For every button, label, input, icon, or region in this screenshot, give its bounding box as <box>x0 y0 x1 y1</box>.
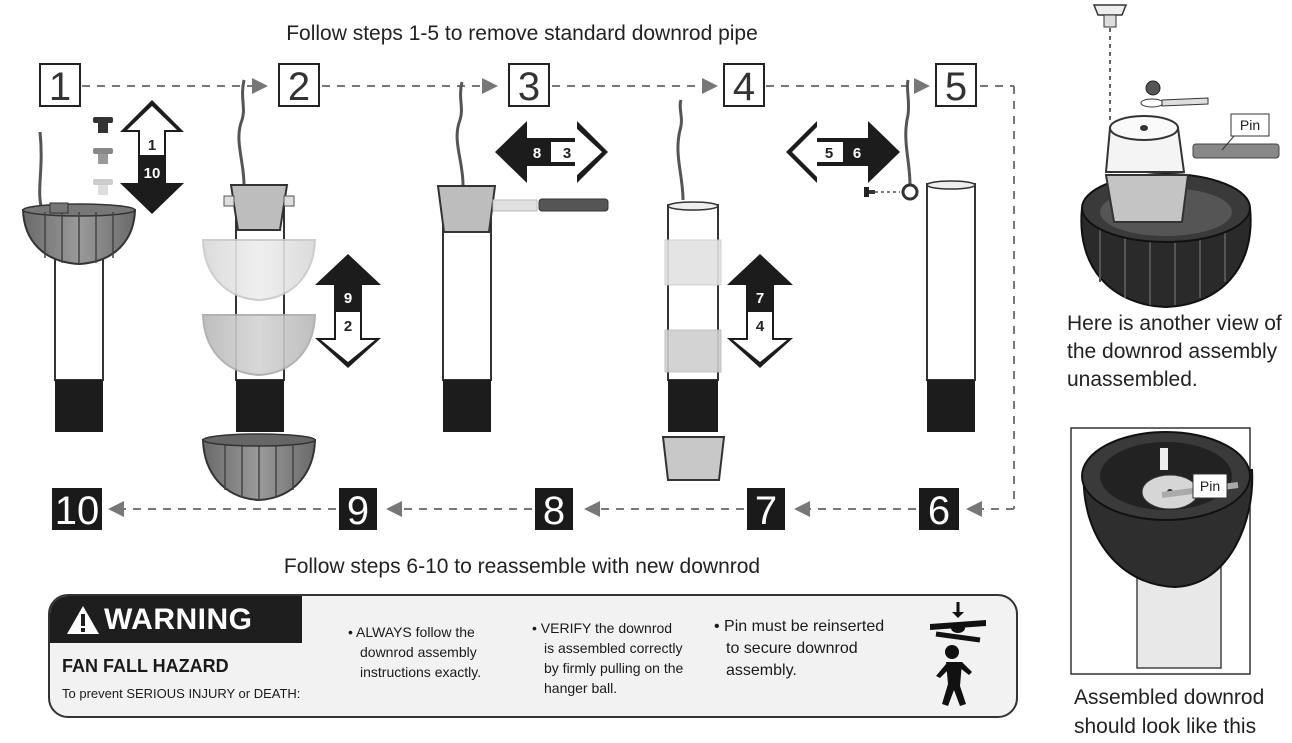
screw-icon <box>93 117 113 133</box>
up-down-arrow-icon: 7 4 <box>727 254 793 368</box>
bullet-line: is assembled correctly <box>544 640 683 656</box>
assembled-caption: Assembled downrod should look like this <box>1074 686 1264 738</box>
top-instruction: Follow steps 1-5 to remove standard down… <box>286 22 758 45</box>
screw-icon <box>93 148 113 164</box>
svg-text:Assembled downrod: Assembled downrod <box>1074 686 1264 709</box>
warning-triangle-icon <box>67 605 99 634</box>
svg-text:2: 2 <box>344 318 352 335</box>
step-box-5: 5 <box>935 63 977 109</box>
warning-header: WARNING <box>50 596 302 643</box>
bullet-line: • VERIFY the downrod <box>532 620 673 636</box>
svg-text:9: 9 <box>347 489 369 533</box>
step3-illustration <box>436 81 609 432</box>
up-down-arrow-icon: 9 2 <box>315 254 381 368</box>
bullet-line: • Pin must be reinserted <box>714 618 885 635</box>
prevent-text: To prevent SERIOUS INJURY or DEATH: <box>62 686 301 701</box>
top-flow-line <box>82 78 1015 509</box>
svg-text:10: 10 <box>144 165 161 182</box>
bullet-line: hanger ball. <box>544 680 618 696</box>
svg-text:Pin: Pin <box>1200 478 1220 494</box>
step2-illustration <box>201 79 317 502</box>
svg-text:4: 4 <box>756 318 765 335</box>
step-box-8: 8 <box>535 488 573 533</box>
svg-text:10: 10 <box>55 489 100 533</box>
step-box-3: 3 <box>508 63 550 109</box>
step5-illustration <box>864 79 976 432</box>
bullet-line: assembly. <box>726 662 797 679</box>
svg-text:2: 2 <box>288 65 310 109</box>
screw-icon <box>93 179 113 195</box>
svg-text:7: 7 <box>755 489 777 533</box>
bullet-line: instructions exactly. <box>360 664 482 680</box>
assembled-view: Pin <box>1070 427 1254 675</box>
screw-icon <box>864 187 875 197</box>
step4-illustration <box>661 99 726 481</box>
hazard-title: FAN FALL HAZARD <box>62 656 229 676</box>
svg-text:3: 3 <box>518 65 540 109</box>
svg-text:unassembled.: unassembled. <box>1067 368 1198 391</box>
svg-text:8: 8 <box>533 145 541 162</box>
falling-fan-person-icon <box>930 602 986 706</box>
step-box-7: 7 <box>747 488 785 533</box>
step1-illustration <box>21 117 137 432</box>
warning-title: WARNING <box>104 602 253 636</box>
step-box-4: 4 <box>723 63 765 109</box>
svg-text:4: 4 <box>733 65 755 109</box>
svg-text:should look like this: should look like this <box>1074 715 1256 738</box>
warning-panel: WARNING FAN FALL HAZARD To prevent SERIO… <box>48 594 1018 718</box>
step-box-2: 2 <box>278 63 320 109</box>
svg-text:Pin: Pin <box>1240 117 1260 133</box>
svg-text:3: 3 <box>563 145 571 162</box>
svg-text:5: 5 <box>945 65 967 109</box>
bullet-verify: • VERIFY the downrod is assembled correc… <box>532 618 683 698</box>
bullet-always: • ALWAYS follow the downrod assembly ins… <box>348 622 481 682</box>
svg-text:Here is another view of: Here is another view of <box>1067 312 1282 335</box>
bullet-line: • ALWAYS follow the <box>348 624 475 640</box>
svg-text:the downrod assembly: the downrod assembly <box>1067 340 1278 363</box>
bullet-line: downrod assembly <box>360 644 477 660</box>
unassembled-view: Pin <box>1080 4 1280 309</box>
svg-text:7: 7 <box>756 290 764 307</box>
unassembled-caption: Here is another view of the downrod asse… <box>1067 312 1282 391</box>
step-box-9: 9 <box>339 488 377 533</box>
svg-text:6: 6 <box>853 145 861 162</box>
svg-text:5: 5 <box>825 145 833 162</box>
step-box-10: 10 <box>52 488 102 533</box>
svg-text:1: 1 <box>49 65 71 109</box>
svg-text:6: 6 <box>928 489 950 533</box>
bullet-line: by firmly pulling on the <box>544 660 684 676</box>
svg-text:1: 1 <box>148 137 156 154</box>
bullet-line: to secure downrod <box>726 640 858 657</box>
step-box-6: 6 <box>919 488 959 533</box>
up-down-arrow-icon: 1 10 <box>120 100 184 214</box>
bottom-instruction: Follow steps 6-10 to reassemble with new… <box>284 555 760 578</box>
bullet-pin: • Pin must be reinserted to secure downr… <box>714 616 884 682</box>
svg-text:9: 9 <box>344 290 352 307</box>
left-right-arrow-icon: 5 6 <box>786 121 900 183</box>
left-right-arrow-icon: 8 3 <box>495 121 608 183</box>
svg-text:8: 8 <box>543 489 565 533</box>
step-box-1: 1 <box>39 63 81 109</box>
